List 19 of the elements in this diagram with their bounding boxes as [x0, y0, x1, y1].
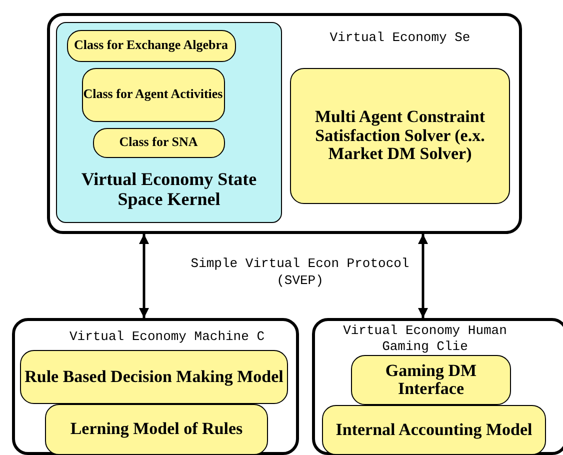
protocol-label: Simple Virtual Econ Protocol (SVEP) — [190, 256, 410, 290]
frame-title: Virtual Economy Machine C — [68, 329, 266, 346]
component-box: Class for SNA — [92, 128, 224, 158]
panel-title: Virtual Economy State Space Kernel — [80, 170, 258, 210]
component-box: Class for Exchange Algebra — [66, 30, 236, 62]
component-box: Class for Agent Activities — [82, 68, 224, 122]
component-box: Internal Accounting Model — [322, 405, 546, 455]
double-arrow — [139, 234, 149, 318]
frame-title: Virtual Economy Human Gaming Clie — [342, 323, 508, 356]
component-box: Multi Agent Constraint Satisfaction Solver (e.x. Market DM Solver) — [290, 68, 510, 204]
component-box: Rule Based Decision Making Model — [20, 350, 288, 404]
frame-box — [47, 13, 522, 234]
frame-box — [312, 318, 563, 455]
component-box: Lerning Model of Rules — [45, 404, 268, 455]
double-arrow — [418, 234, 428, 318]
frame-title: Virtual Economy Se — [328, 30, 472, 46]
kernel-panel — [56, 22, 282, 223]
component-box: Gaming DM Interface — [351, 355, 511, 405]
frame-box — [12, 318, 299, 455]
